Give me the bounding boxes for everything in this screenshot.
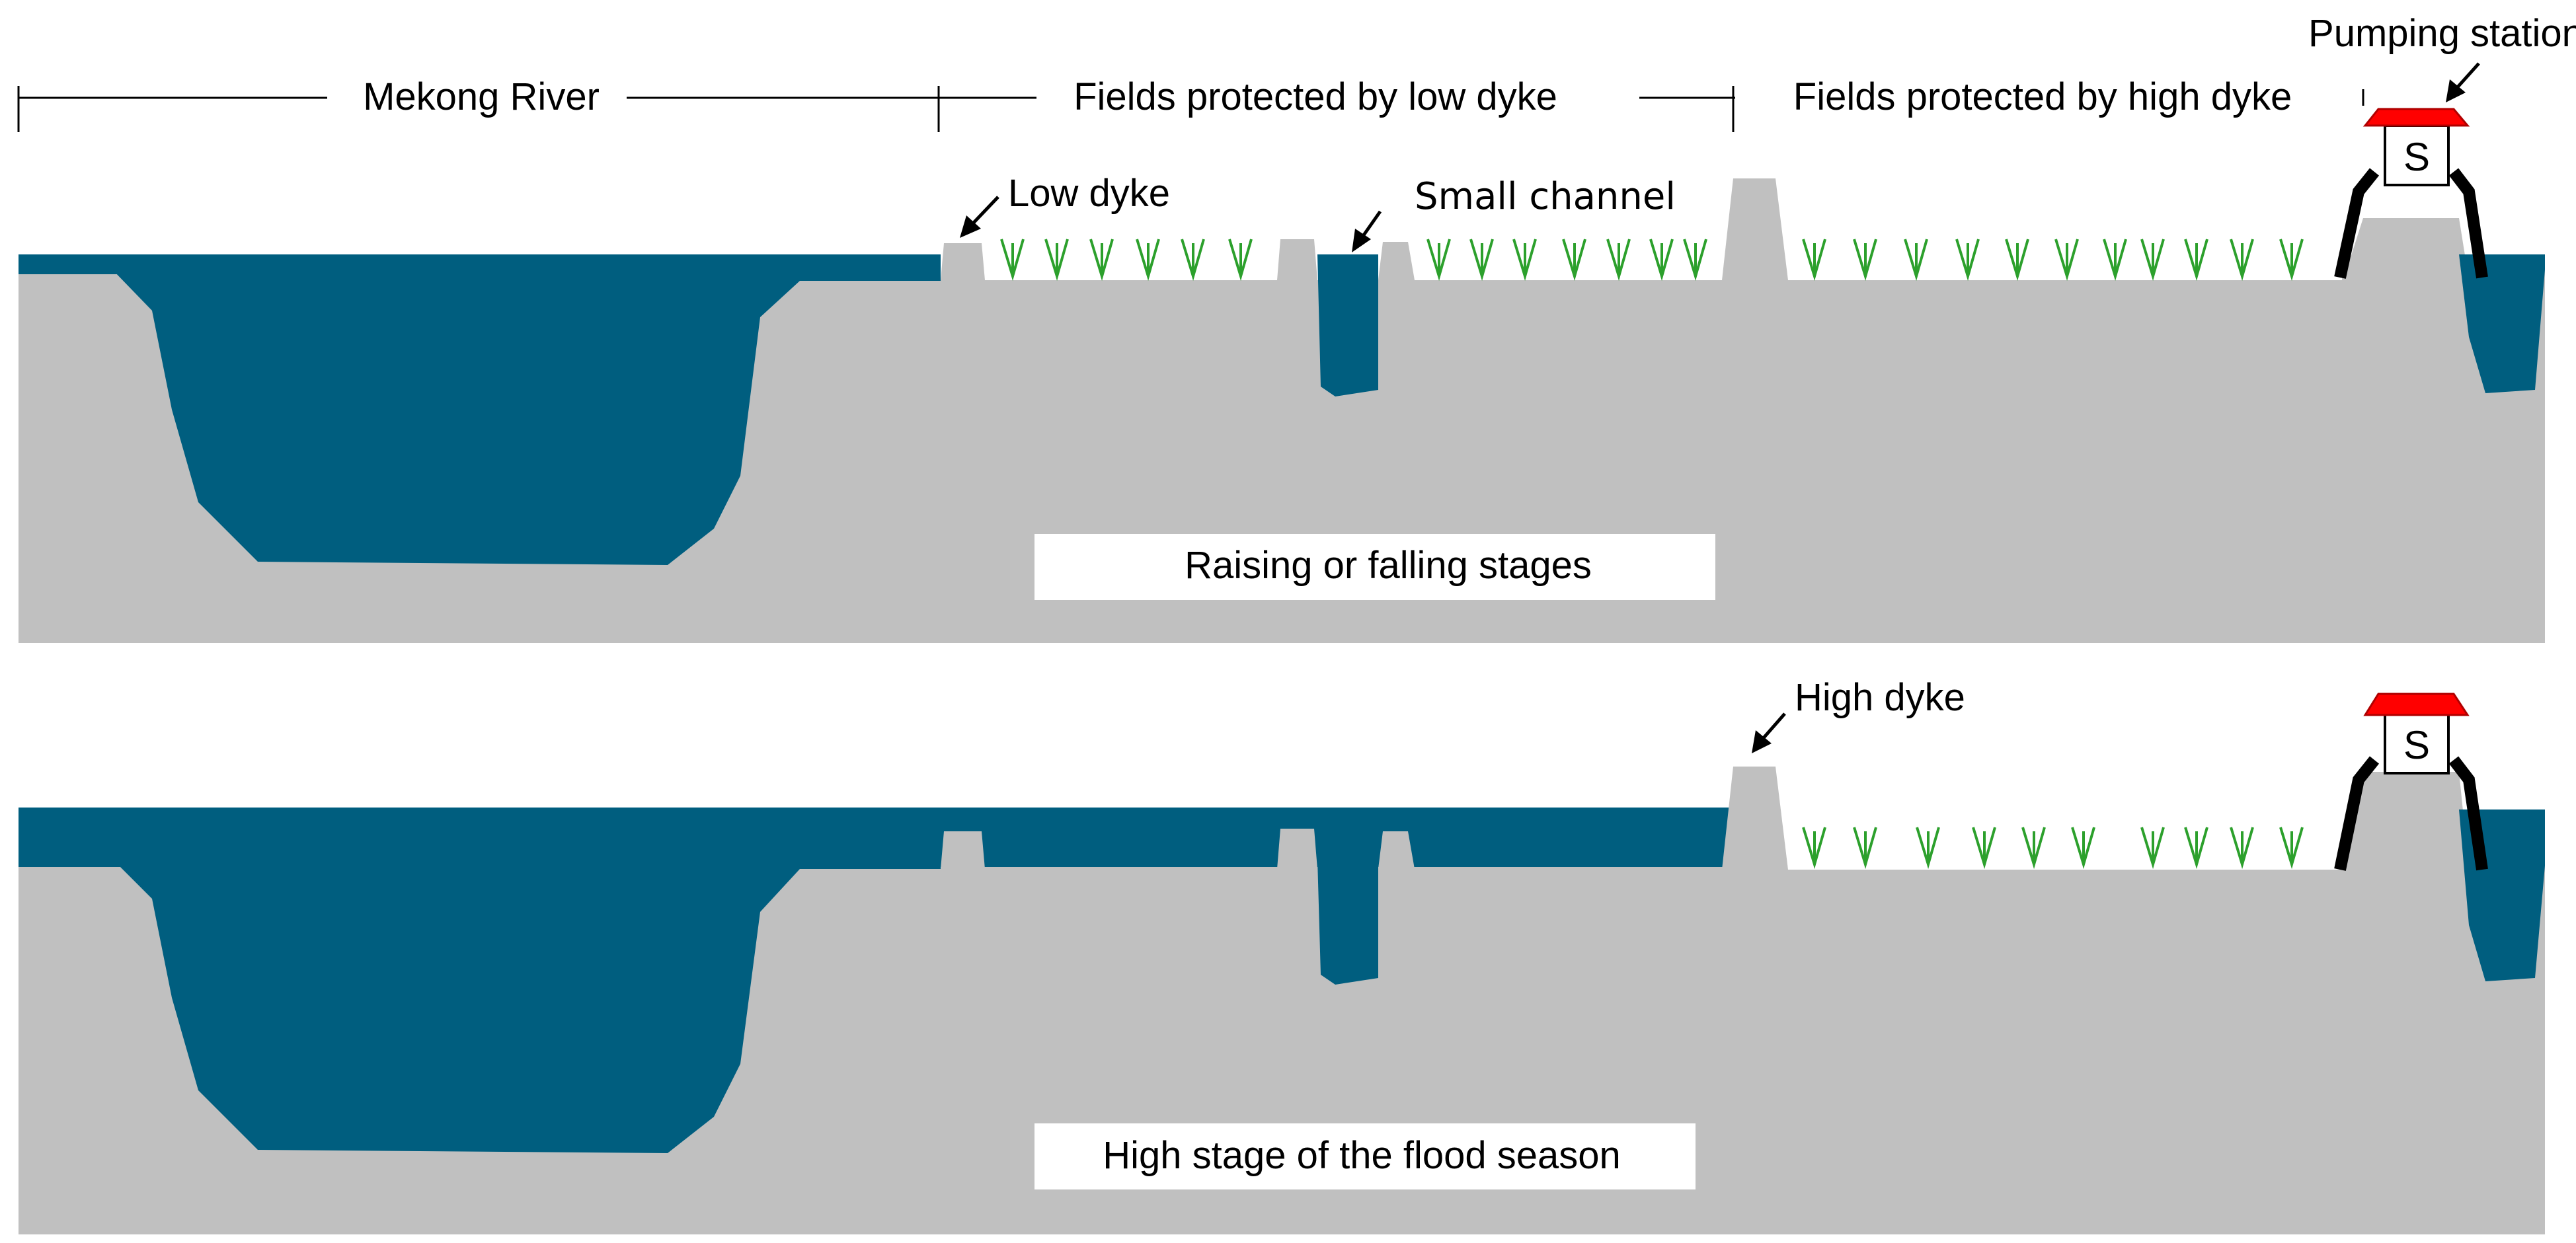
station-mound-panel-1 (2343, 218, 2469, 280)
mekong-river-label: Mekong River (363, 75, 600, 118)
caption-panel-2: High stage of the flood season (1103, 1134, 1621, 1177)
station-letter-panel-2: S (2403, 723, 2430, 767)
low-dyke-label: Low dyke (1008, 172, 1170, 215)
small-channel-panel-2 (1317, 859, 1378, 985)
label-bg-mekong (331, 71, 621, 124)
fields-low-dyke-label: Fields protected by low dyke (1073, 75, 1557, 118)
station-letter-panel-1: S (2403, 135, 2430, 179)
caption-box-panel-1 (1034, 534, 1715, 600)
flood-surface-panel-2 (19, 808, 1731, 867)
low-dyke-2-panel-1 (1277, 239, 1317, 280)
caption-box-panel-2 (1034, 1123, 1696, 1189)
pumping-station-label: Pumping station (2308, 12, 2576, 55)
low-dyke-3-panel-1 (1378, 242, 1415, 280)
right-canal-panel-1 (2459, 254, 2545, 393)
station-mound-panel-2 (2343, 772, 2469, 870)
station-roof-panel-1 (2362, 108, 2470, 127)
sky-fields-panel-1 (941, 198, 2342, 280)
dimension-line (17, 86, 2364, 132)
high-dyke-label: High dyke (1795, 676, 1965, 719)
small-channel-label: Small channel (1415, 175, 1676, 218)
fields-high-dyke-label: Fields protected by high dyke (1793, 75, 2292, 118)
plants-high-field-panel-2 (1802, 827, 2304, 870)
panel-high-stage: S High stage of the flood season High dy… (19, 676, 2545, 1234)
low-dyke-arrow (960, 196, 999, 238)
small-channel-panel-1 (1317, 254, 1378, 396)
pumping-station-arrow (2446, 62, 2480, 102)
low-dyke-1-panel-2 (941, 831, 985, 869)
high-dyke-panel-1 (1722, 178, 1788, 280)
river-bed-panel-2 (112, 859, 941, 1153)
station-frame-panel-2 (2334, 756, 2488, 871)
low-dyke-3-panel-2 (1378, 831, 1415, 869)
river-bed-panel-1 (112, 270, 941, 565)
plants-low-field-panel-1 (1000, 239, 1707, 282)
caption-panel-1: Raising or falling stages (1185, 544, 1592, 587)
station-frame-panel-1 (2334, 168, 2488, 279)
plants-high-field-panel-1 (1802, 239, 2304, 282)
low-dyke-2-panel-2 (1277, 829, 1317, 869)
low-dyke-1-panel-1 (941, 243, 985, 280)
high-dyke-arrow (1752, 712, 1786, 753)
small-channel-arrow (1352, 210, 1382, 252)
panel-raising-falling: S (19, 62, 2545, 643)
high-dyke-panel-2 (1722, 767, 1788, 870)
station-roof-panel-2 (2363, 693, 2470, 716)
